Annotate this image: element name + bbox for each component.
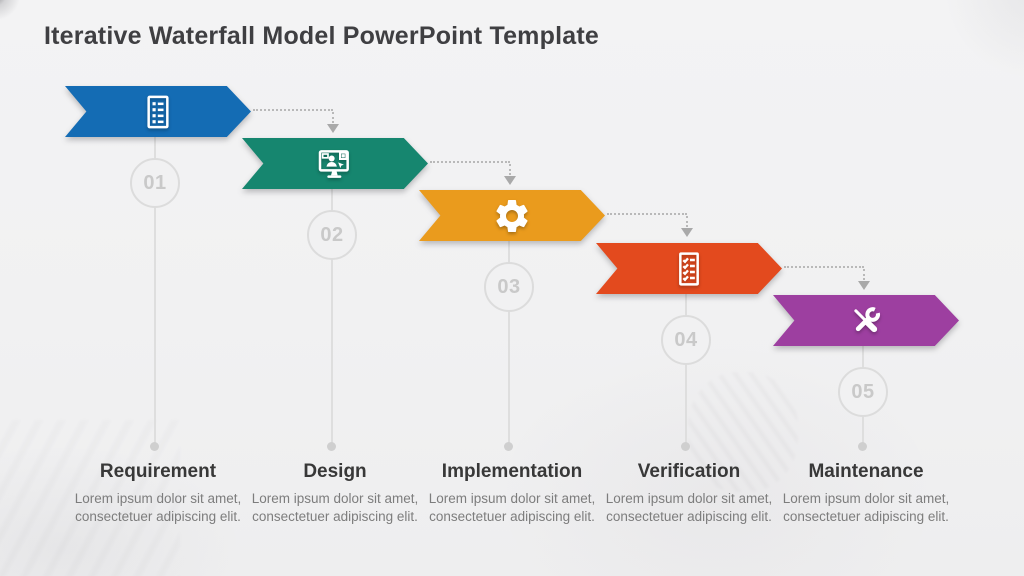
flow-connector <box>607 213 693 241</box>
stage-description: Lorem ipsum dolor sit amet, consectetuer… <box>251 491 419 524</box>
stage-number-badge: 03 <box>484 262 534 312</box>
stage-banner <box>596 243 782 294</box>
down-arrow-icon <box>327 124 339 133</box>
slide-title: Iterative Waterfall Model PowerPoint Tem… <box>44 22 599 50</box>
stage-stem-line <box>331 188 333 445</box>
dotted-line <box>509 164 511 175</box>
stage-caption: Design Lorem ipsum dolor sit amet, conse… <box>220 461 450 526</box>
dotted-line <box>430 161 510 163</box>
stage-name: Verification <box>637 461 741 482</box>
banner-shape <box>242 138 428 189</box>
stage-stem-line <box>154 136 156 445</box>
stage-stem-line <box>508 240 510 445</box>
stage-number: 04 <box>674 328 698 351</box>
flow-connector <box>253 109 339 137</box>
down-arrow-icon <box>504 176 516 185</box>
requirements-document-icon <box>147 95 169 129</box>
stage-number: 03 <box>497 275 521 298</box>
stage-number-badge: 02 <box>307 210 357 260</box>
down-arrow-icon <box>681 228 693 237</box>
stage-description: Lorem ipsum dolor sit amet, consectetuer… <box>428 491 596 524</box>
flow-connector <box>784 266 870 294</box>
stage-number-badge: 05 <box>838 367 888 417</box>
flow-connector <box>430 161 516 189</box>
stage-number-badge: 01 <box>130 158 180 208</box>
design-monitor-icon <box>318 150 349 178</box>
stage-caption: Implementation Lorem ipsum dolor sit ame… <box>397 461 627 526</box>
dotted-line <box>784 266 864 268</box>
stage-name: Maintenance <box>808 461 924 482</box>
down-arrow-icon <box>858 281 870 290</box>
gear-icon <box>496 200 528 232</box>
stage-maintenance: 05 Maintenance Lorem ipsum dolor sit ame… <box>773 295 959 524</box>
banner-shape <box>419 190 605 241</box>
stem-end-dot <box>858 441 867 451</box>
stage-banner <box>65 86 251 137</box>
stage-name: Implementation <box>441 461 583 482</box>
stem-end-dot <box>504 441 513 451</box>
stage-design: 02 Design Lorem ipsum dolor sit amet, <box>242 138 428 524</box>
stem-end-dot <box>327 441 336 451</box>
dotted-line <box>332 112 334 123</box>
stage-implementation: 03 Implementation Lorem ipsum dolor sit … <box>419 190 605 524</box>
stage-name: Requirement <box>99 461 217 482</box>
banner-shape <box>65 86 251 137</box>
stage-caption: Verification Lorem ipsum dolor sit amet,… <box>574 461 804 526</box>
stem-end-dot <box>150 441 159 451</box>
stage-number: 02 <box>320 223 344 246</box>
stage-stem-line <box>685 293 687 445</box>
stage-requirement: 01 Requirement Lorem ipsum do <box>65 86 251 524</box>
stage-number-badge: 04 <box>661 315 711 365</box>
stage-description: Lorem ipsum dolor sit amet, consectetuer… <box>74 491 242 524</box>
dotted-line <box>253 109 333 111</box>
stage-caption: Maintenance Lorem ipsum dolor sit amet, … <box>751 461 981 526</box>
maintenance-tools-icon <box>854 307 880 333</box>
stage-verification: 04 Verification Lorem ipsum d <box>596 243 782 524</box>
stage-name: Design <box>303 461 367 482</box>
stage-number: 05 <box>851 380 875 403</box>
stage-banner <box>419 190 605 241</box>
banner-shape <box>773 295 959 346</box>
banner-shape <box>596 243 782 294</box>
stage-banner <box>242 138 428 189</box>
stage-caption: Requirement Lorem ipsum dolor sit amet, … <box>43 461 273 526</box>
stage-banner <box>773 295 959 346</box>
verification-checklist-icon <box>679 252 699 286</box>
stage-description: Lorem ipsum dolor sit amet, consectetuer… <box>605 491 773 524</box>
dotted-line <box>686 216 688 227</box>
stem-end-dot <box>681 441 690 451</box>
dotted-line <box>607 213 687 215</box>
dotted-line <box>863 269 865 280</box>
stage-number: 01 <box>143 171 167 194</box>
stage-description: Lorem ipsum dolor sit amet, consectetuer… <box>782 491 950 524</box>
